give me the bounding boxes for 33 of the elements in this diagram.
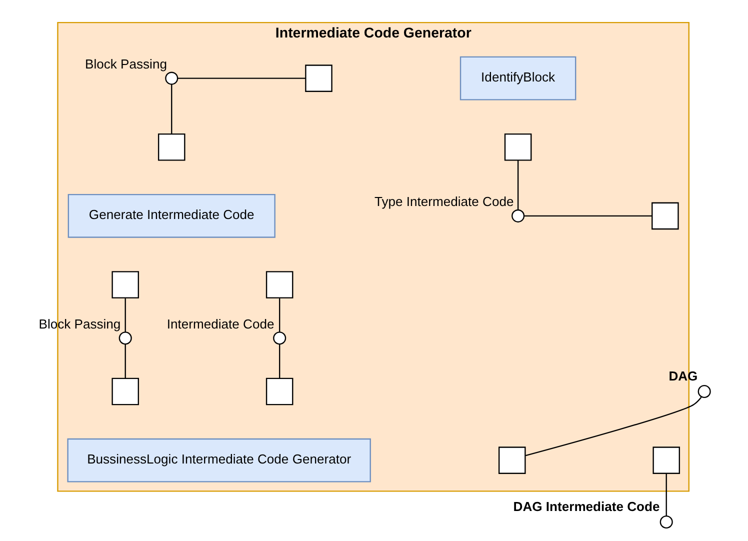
node-box [111,378,138,406]
node-box [265,271,293,298]
node-box [504,133,532,161]
node-circle [697,384,710,398]
node-box [157,133,185,161]
node-box [111,271,138,298]
node-box: IdentifyBlock [459,56,576,100]
connector [170,84,172,134]
connector [124,344,126,378]
connector [524,396,702,456]
node-label: DAG Intermediate Code [512,499,660,514]
node-circle [118,332,132,345]
node-circle [659,516,672,529]
node-box [498,446,526,474]
node-box: BussinessLogic Intermediate Code Generator [66,438,370,482]
node-box [265,378,293,406]
node-box [304,64,332,92]
connector [278,298,280,332]
connector [177,78,306,79]
node-circle [272,332,286,345]
node-label: Intermediate Code [166,316,274,332]
connector [278,344,280,378]
node-label: Type Intermediate Code [374,194,514,210]
connector [124,298,126,332]
node-box [651,202,678,230]
node-box [652,446,680,474]
node-label: Block Passing [84,56,166,72]
connector [665,474,666,516]
connector [516,160,518,210]
connector [524,215,652,217]
node-circle [164,72,178,85]
node-box: Generate Intermediate Code [67,194,275,238]
node-circle [511,209,524,222]
